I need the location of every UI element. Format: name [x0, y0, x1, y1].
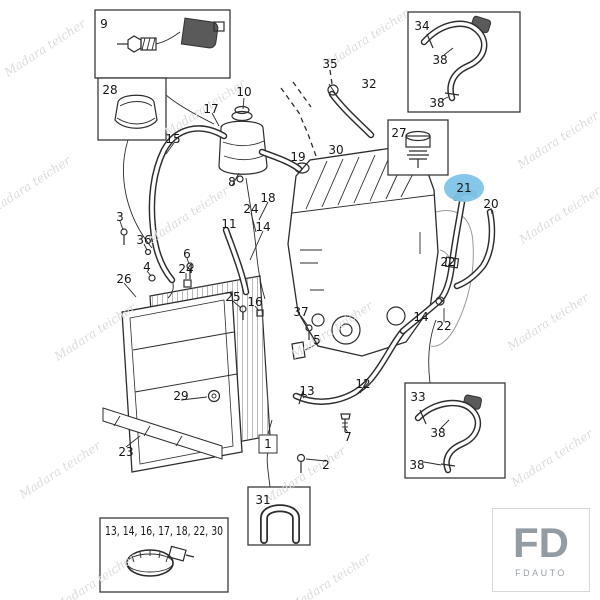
- callout-15: 15: [165, 132, 180, 146]
- callout-19: 19: [290, 150, 305, 164]
- cap-bracket: [114, 94, 158, 129]
- callout-37: 37: [293, 305, 308, 319]
- callout-2: 2: [322, 458, 330, 472]
- callout-38: 38: [432, 53, 447, 67]
- callout-30: 30: [328, 143, 343, 157]
- callout-5: 5: [313, 333, 321, 347]
- callout-23: 23: [118, 445, 133, 459]
- tank-cap: [231, 110, 253, 122]
- callout-1: 1: [264, 437, 272, 451]
- callout-11: 11: [221, 217, 236, 231]
- callout-33: 33: [410, 390, 425, 404]
- callout-32: 32: [361, 77, 376, 91]
- callout-3: 3: [116, 210, 124, 224]
- callout-35: 35: [322, 57, 337, 71]
- radiator-drawing: [102, 275, 271, 473]
- dashed-leader-2: [292, 81, 312, 108]
- callout-14: 14: [255, 220, 270, 234]
- watermark-text: Madara teicher: [504, 290, 592, 354]
- callout-6: 6: [183, 247, 191, 261]
- callout-17: 17: [203, 102, 218, 116]
- drain-plug: [207, 389, 221, 403]
- callout-24: 24: [178, 262, 193, 276]
- hose-joint: [435, 296, 445, 306]
- diagram-line-art: [94, 9, 521, 593]
- callout-28: 28: [102, 83, 117, 97]
- callout-36: 36: [136, 233, 151, 247]
- callout-27: 27: [391, 126, 406, 140]
- callout-13: 13: [299, 384, 314, 398]
- callout-14: 14: [413, 310, 428, 324]
- inset-box-34: [407, 11, 521, 113]
- callout-4: 4: [143, 260, 151, 274]
- leader-box-31: [266, 451, 271, 488]
- callout-9: 9: [100, 17, 108, 31]
- callout-22: 22: [440, 255, 455, 269]
- callout-29: 29: [173, 389, 188, 403]
- pulley: [331, 315, 361, 345]
- small-hardware: [120, 228, 351, 473]
- leader-box-28: [123, 139, 153, 249]
- callout-26: 26: [116, 272, 131, 286]
- watermark-text: Madara teicher: [286, 550, 374, 600]
- fdauto-logo-mark: FD: [513, 519, 569, 566]
- callout-10: 10: [236, 85, 251, 99]
- callout-25: 25: [225, 290, 240, 304]
- callout-16: 16: [247, 295, 262, 309]
- watermark-text: Madara teicher: [144, 183, 232, 247]
- hose-connector: [444, 256, 460, 269]
- hose-33: [414, 394, 482, 474]
- watermark-text: Madara teicher: [1, 16, 89, 80]
- watermark-text: Madara teicher: [516, 183, 600, 247]
- level-sensor: [236, 175, 244, 183]
- callout-12: 12: [355, 377, 370, 391]
- hose-clamp-drawing: [126, 545, 195, 577]
- inset-boxes: [94, 9, 521, 593]
- callout-31: 31: [255, 493, 270, 507]
- callout-box: [258, 434, 278, 454]
- callout-22: 22: [436, 319, 451, 333]
- hose-34: [420, 15, 492, 102]
- overflow-hose: [245, 177, 266, 300]
- leader-box-33: [428, 319, 437, 384]
- dashed-leader: [280, 87, 317, 157]
- watermark-text: Madara teicher: [514, 108, 600, 172]
- watermark-text: Madara teicher: [16, 438, 104, 502]
- expansion-tank-drawing: [218, 105, 268, 183]
- fdauto-logo: FD FDAUTO: [492, 508, 590, 592]
- u-clip-31: [260, 504, 300, 544]
- inset-box-33: [404, 382, 506, 479]
- watermark-text: Madara teicher: [508, 426, 596, 490]
- callout-20: 20: [483, 197, 498, 211]
- callout-8: 8: [228, 175, 236, 189]
- sensor-and-coil: [117, 17, 225, 53]
- hose-drawings: [148, 83, 496, 405]
- callout-21: 21: [456, 181, 471, 195]
- callout-38: 38: [430, 426, 445, 440]
- lower-bracket: [102, 407, 223, 460]
- fdauto-logo-text: FDAUTO: [515, 568, 567, 578]
- watermark-text: Madara teicher: [0, 153, 74, 217]
- callout-38: 38: [409, 458, 424, 472]
- dashed-leader-35: [329, 69, 333, 85]
- callout-24: 24: [243, 202, 258, 216]
- callout-38: 38: [429, 96, 444, 110]
- callout-7: 7: [344, 430, 352, 444]
- callout-18: 18: [260, 191, 275, 205]
- callout-13-14-16-17-18-22-30: 13, 14, 16, 17, 18, 22, 30: [105, 524, 223, 538]
- fitting-27: [405, 130, 431, 168]
- hose-clamp-35: [327, 84, 339, 96]
- highlight-ellipse: [444, 174, 484, 202]
- callout-34: 34: [414, 19, 429, 33]
